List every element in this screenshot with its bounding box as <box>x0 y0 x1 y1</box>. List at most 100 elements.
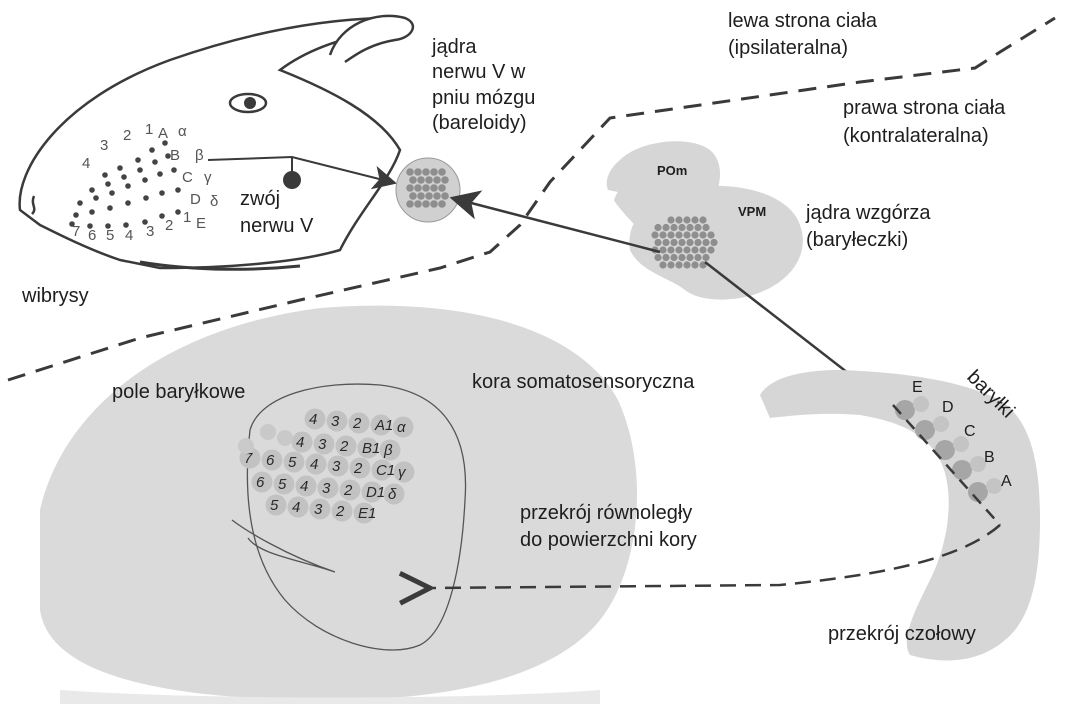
barreloid-dot <box>683 231 690 238</box>
whisker-dot <box>157 171 163 177</box>
barrel-cell-extra <box>238 438 254 454</box>
barreloid-dot <box>702 254 709 261</box>
coronal-section-label: przekrój czołowy <box>828 623 976 645</box>
barreloid-dot <box>699 231 706 238</box>
barrel-label: 5 <box>288 454 297 471</box>
whisker-dot <box>143 195 149 201</box>
ganglion-label-2: nerwu V <box>240 215 314 237</box>
coronal-row-label: A <box>1001 473 1012 490</box>
bareloid-dot <box>422 184 430 192</box>
barrel-label: 3 <box>322 480 331 497</box>
cortex-label: kora somatosensoryczna <box>472 371 695 393</box>
barrel-label: 2 <box>352 415 362 432</box>
whisker-dot <box>175 187 181 193</box>
barrel-label: 5 <box>270 497 279 514</box>
right-side-sublabel: (kontralateralna) <box>843 125 989 147</box>
thalamus-label-2: (baryłeczki) <box>806 229 908 251</box>
whisker-bottom-label: 5 <box>106 227 114 244</box>
barreloid-dot <box>702 239 709 246</box>
vpm-label: VPM <box>738 204 766 219</box>
barreloid-dot <box>694 254 701 261</box>
barrel-label: 4 <box>310 456 318 473</box>
barrel-label: 3 <box>331 413 340 430</box>
bareloid-dot <box>441 176 449 184</box>
bareloid-dot <box>422 200 430 208</box>
coronal-row-label: C <box>964 423 976 440</box>
bareloid-dot <box>438 200 446 208</box>
barreloid-dot <box>675 261 682 268</box>
barreloid-dot <box>683 246 690 253</box>
bareloid-dot <box>433 192 441 200</box>
barreloid-dot <box>670 239 677 246</box>
barreloid-dot <box>662 224 669 231</box>
bareloid-dot <box>430 168 438 176</box>
whisker-row-label: E <box>196 215 206 232</box>
barrel-label: 3 <box>318 436 327 453</box>
barrel-label: C1 <box>376 462 395 479</box>
whisker-dot <box>121 174 127 180</box>
whisker-dot <box>135 157 141 163</box>
whisker-dot <box>152 159 158 165</box>
bareloid-dot <box>441 192 449 200</box>
barreloid-dot <box>691 261 698 268</box>
barreloid-dot <box>686 224 693 231</box>
bareloid-dot <box>409 176 417 184</box>
coronal-row-label: D <box>942 399 954 416</box>
barrel-label: 2 <box>339 438 349 455</box>
brainstem-label-4: (bareloidy) <box>432 112 526 134</box>
barrel-label: E1 <box>358 505 376 522</box>
barreloid-dot <box>667 216 674 223</box>
whisker-greek-label: δ <box>210 193 218 210</box>
left-side-sublabel: (ipsilateralna) <box>728 37 848 59</box>
parallel-section-label-2: do powierzchni kory <box>520 529 697 551</box>
barreloid-dot <box>694 239 701 246</box>
whiskers-label: wibrysy <box>21 285 89 307</box>
coronal-barrel <box>915 420 935 440</box>
whisker-row-label: A <box>158 125 168 142</box>
barrel-label: α <box>397 419 406 436</box>
bareloid-dot <box>406 168 414 176</box>
barrel-label: 3 <box>332 458 341 475</box>
barreloid-dot <box>670 254 677 261</box>
whisker-dot <box>93 195 99 201</box>
barreloid-dot <box>659 246 666 253</box>
thalamus-label-1: jądra wzgórza <box>805 202 931 224</box>
whisker-greek-label: γ <box>204 169 212 186</box>
barreloid-dot <box>654 254 661 261</box>
bareloid-dot <box>414 200 422 208</box>
bareloid-dot <box>422 168 430 176</box>
barreloid-dot <box>707 231 714 238</box>
bareloid-dot <box>417 192 425 200</box>
barreloid-dot <box>670 224 677 231</box>
bareloid-dot <box>430 200 438 208</box>
coronal-row-label: B <box>984 449 995 466</box>
whisker-dot <box>102 172 108 178</box>
trigeminal-ganglion <box>283 171 301 189</box>
bareloid-dot <box>438 168 446 176</box>
whisker-dot <box>125 183 131 189</box>
whisker-bottom-label: 7 <box>72 223 80 240</box>
barreloid-dot <box>675 216 682 223</box>
whisker-bottom-label: 1 <box>183 209 191 226</box>
bareloid-dot <box>414 168 422 176</box>
whisker-bottom-label: 3 <box>146 223 154 240</box>
barreloid-dot <box>662 239 669 246</box>
pom-label: POm <box>657 163 687 178</box>
barreloid-dot <box>710 239 717 246</box>
whisker-dot <box>159 213 165 219</box>
coronal-barrel-shadow <box>933 416 949 432</box>
bareloid-dot <box>438 184 446 192</box>
barreloid-dot <box>691 216 698 223</box>
barreloid-dot <box>678 224 685 231</box>
barrel-label: 4 <box>296 434 304 451</box>
whisker-dot <box>171 167 177 173</box>
brainstem-label-1: jądra <box>431 36 477 58</box>
barreloid-dot <box>667 261 674 268</box>
barreloid-dot <box>686 239 693 246</box>
brainstem-label-3: pniu mózgu <box>432 87 535 109</box>
whisker-col-label: 1 <box>145 121 153 138</box>
left-side-label: lewa strona ciała <box>728 10 878 32</box>
barrel-label: A1 <box>374 417 393 434</box>
barrel-cell-extra <box>260 424 276 440</box>
